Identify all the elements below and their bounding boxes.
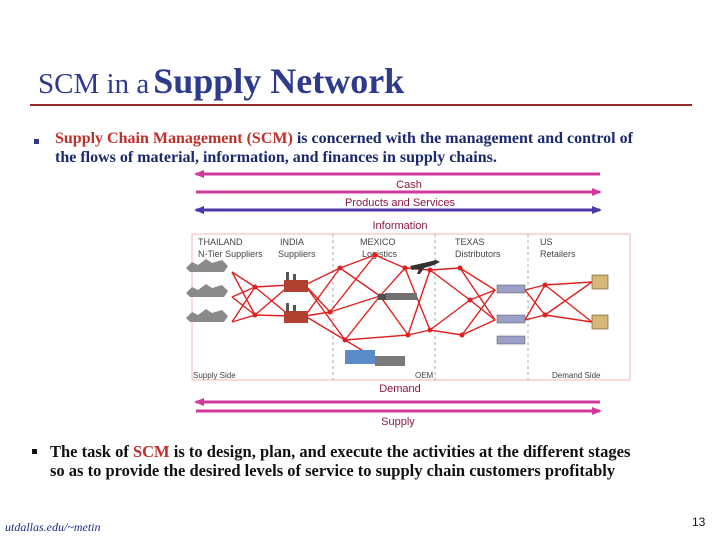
bullet-icon (32, 449, 37, 454)
title-rule (30, 104, 692, 106)
stage-us-line1: US (540, 237, 553, 247)
information-label: Information (372, 220, 427, 232)
stage-thailand-line1: THAILAND (198, 237, 243, 247)
task-text: The task of SCM is to design, plan, and … (50, 442, 715, 480)
ship-icon (186, 309, 228, 322)
network-links (231, 254, 593, 356)
definition-term: Supply Chain Management (SCM) (55, 130, 293, 147)
stage-mexico-line1: MEXICO (360, 237, 396, 247)
cash-label: Cash (396, 179, 422, 191)
truck-icon (378, 293, 417, 300)
factory-icon (284, 272, 308, 292)
ship-icon (186, 284, 228, 297)
task-line2: so as to provide the desired levels of s… (50, 461, 616, 480)
task-term: SCM (132, 442, 170, 461)
definition-line1: is concerned with the management and con… (292, 130, 633, 147)
task-before: The task of (50, 442, 133, 461)
demand-label: Demand (379, 383, 421, 395)
task-line1: is to design, plan, and execute the acti… (169, 442, 631, 461)
ship-icon (186, 259, 228, 272)
stage-india-line1: INDIA (280, 237, 304, 247)
store-icon (591, 274, 609, 330)
stage-texas-line2: Distributors (455, 249, 501, 259)
title-prefix: SCM in a (38, 68, 150, 100)
stage-india-line2: Suppliers (278, 249, 316, 259)
demand-side-label: Demand Side (552, 371, 601, 380)
slide-title: SCM in a Supply Network (38, 60, 404, 102)
definition-text: Supply Chain Management (SCM) is concern… (55, 129, 715, 167)
distributor-icon (496, 284, 526, 345)
oem-facility-image (345, 350, 405, 366)
oem-label: OEM (415, 371, 434, 380)
definition-line2: the flows of material, information, and … (55, 149, 497, 166)
stage-texas-line1: TEXAS (455, 237, 485, 247)
title-emphasis: Supply Network (153, 61, 405, 101)
network-nodes (252, 252, 548, 343)
page-number: 13 (692, 515, 706, 529)
stage-mexico-line2: Logistics (362, 249, 398, 259)
footer-url: utdallas.edu/~metin (5, 520, 101, 534)
stage-us-line2: Retailers (540, 249, 576, 259)
diagram-frame (191, 233, 631, 381)
factory-icon (284, 303, 308, 323)
supply-label: Supply (381, 416, 415, 428)
supply-side-label: Supply Side (193, 371, 236, 380)
products-label: Products and Services (345, 197, 456, 209)
stage-thailand-line2: N-Tier Suppliers (198, 249, 263, 259)
bullet-icon (34, 139, 39, 144)
plane-icon (410, 260, 440, 274)
